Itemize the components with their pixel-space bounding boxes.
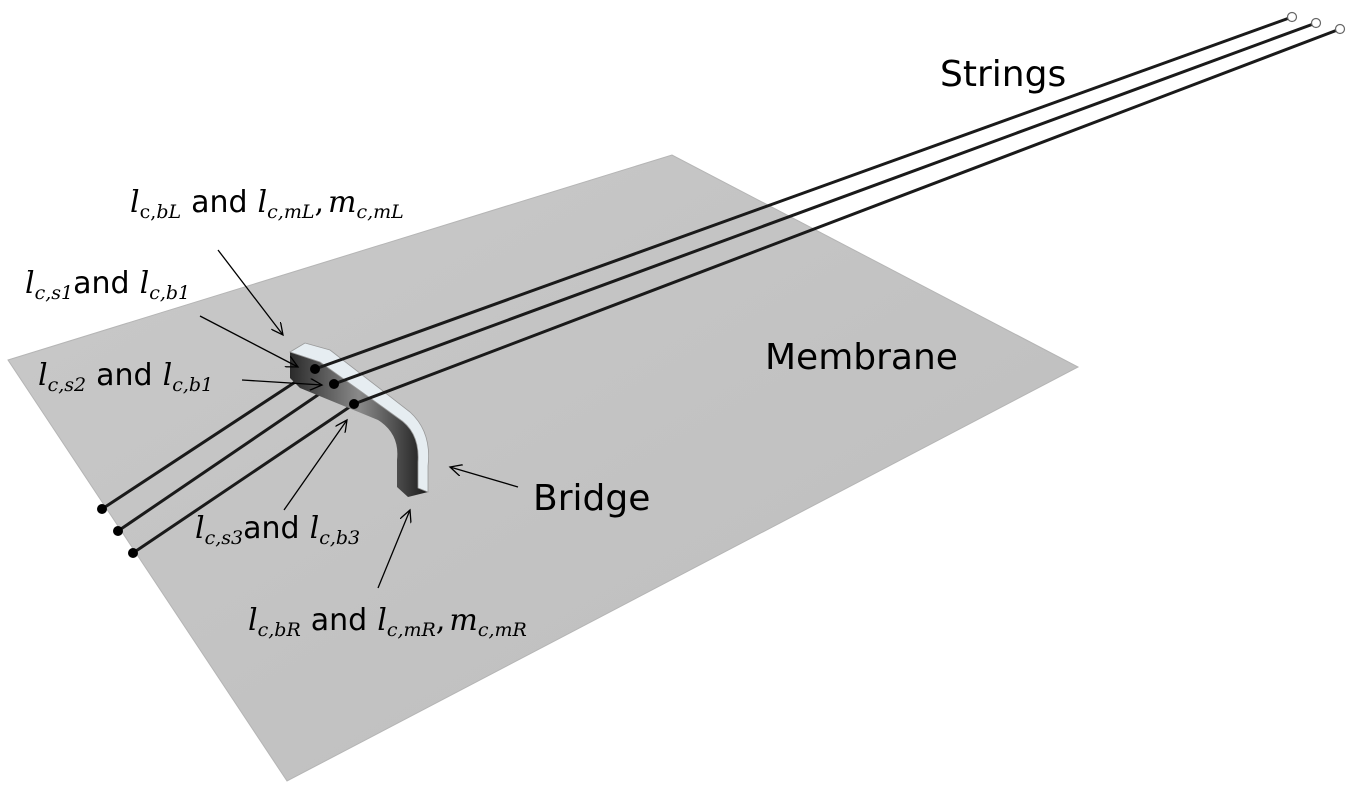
string-3-tuning-point <box>1334 23 1346 35</box>
arrow-bridge <box>450 467 519 488</box>
membrane-label: Membrane <box>765 337 958 378</box>
strings-label: Strings <box>940 54 1066 95</box>
string-3-lower <box>132 402 355 555</box>
string-2-bridge-contact <box>329 379 339 389</box>
string-terminations <box>97 11 1346 558</box>
bridge <box>289 342 429 497</box>
string-1-lower <box>101 367 316 511</box>
string-1-upper <box>314 15 1293 371</box>
arrow-s1 <box>199 315 298 367</box>
strings-lower <box>101 367 355 555</box>
arrow-br <box>377 510 410 589</box>
string-3-anchor-point <box>128 548 138 558</box>
bridge-top <box>289 342 429 493</box>
annotation-arrows <box>199 249 519 589</box>
strings-upper <box>314 15 1341 406</box>
bridge-side <box>290 350 429 497</box>
string-3-upper <box>353 27 1341 406</box>
string-2-tuning-point <box>1310 17 1322 29</box>
arrow-s2 <box>241 380 322 385</box>
string-2-lower <box>117 382 335 533</box>
arrow-s3 <box>283 420 347 511</box>
string-2-upper <box>333 21 1317 386</box>
string-1-bridge-contact <box>310 364 320 374</box>
string-1-anchor-point <box>97 504 107 514</box>
string-1-tuning-point <box>1286 11 1298 23</box>
string-2-anchor-point <box>113 526 123 536</box>
arrow-bl <box>217 249 283 335</box>
membrane-plane <box>7 154 1080 782</box>
bridge-label: Bridge <box>533 478 650 519</box>
string-3-bridge-contact <box>349 399 359 409</box>
